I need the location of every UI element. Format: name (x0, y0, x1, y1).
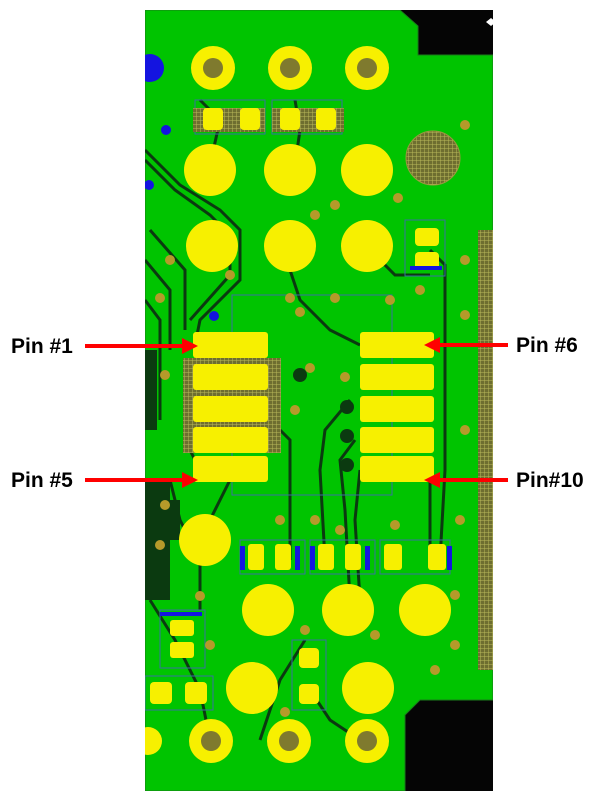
blue-via (145, 180, 154, 190)
label-pin1: Pin #1 (11, 335, 73, 358)
hatched-area (478, 230, 493, 670)
arrow-pin1-head (182, 338, 198, 354)
hole-pads (145, 46, 389, 763)
blue-marks (160, 266, 452, 616)
mounting-pad (405, 130, 461, 186)
blue-via (209, 311, 219, 321)
trace-region (145, 350, 180, 600)
label-pin10: Pin#10 (516, 469, 584, 492)
blue-via (161, 125, 171, 135)
round-pads (179, 144, 451, 714)
arrow-pin10-head (424, 472, 440, 488)
smd-pads (150, 108, 446, 704)
black-vias (293, 368, 354, 472)
ic-pads-right (360, 332, 434, 482)
blue-via (145, 54, 164, 82)
vias (155, 120, 470, 717)
arrows (85, 337, 508, 488)
arrow-pin5-head (182, 472, 198, 488)
corner-marker (486, 18, 496, 26)
label-pin6: Pin #6 (516, 334, 578, 357)
ic-pads-left (193, 332, 268, 482)
label-pin5: Pin #5 (11, 469, 73, 492)
arrow-pin6-head (424, 337, 440, 353)
